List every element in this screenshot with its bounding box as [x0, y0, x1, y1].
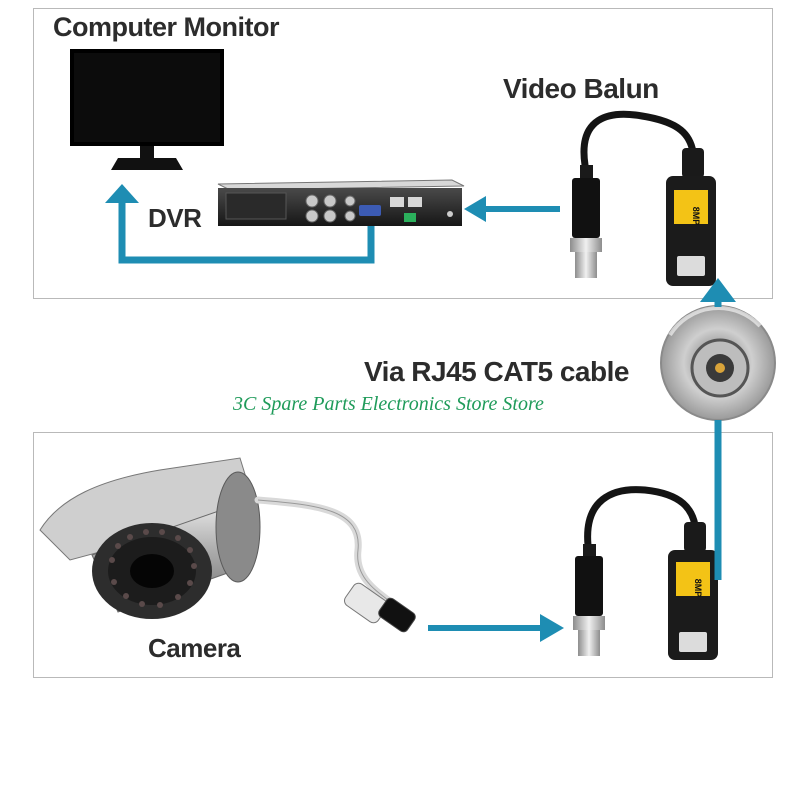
arrow-head-up — [105, 184, 139, 203]
balun-badge-text: 8MP — [691, 207, 701, 226]
store-watermark: 3C Spare Parts Electronics Store Store — [233, 393, 544, 415]
video-balun-icon: 8MP — [570, 110, 716, 286]
signal-arrows — [105, 184, 736, 642]
arrow-head-up — [700, 278, 736, 302]
bnc-connector-icon — [660, 305, 776, 421]
computer-monitor-label: Computer Monitor — [53, 12, 279, 42]
video-balun-label: Video Balun — [503, 73, 659, 104]
dvr-label: DVR — [148, 203, 202, 233]
arrow-head-left — [464, 196, 486, 222]
camera-icon — [39, 457, 416, 633]
balun-badge-text: 8MP — [693, 579, 703, 598]
monitor-icon — [70, 49, 224, 170]
arrow-dvr-to-monitor — [118, 198, 375, 264]
dvr-icon — [217, 179, 465, 226]
camera-label: Camera — [148, 633, 241, 663]
video-balun-icon: 8MP — [573, 486, 718, 660]
cable-label: Via RJ45 CAT5 cable — [364, 356, 629, 387]
arrow-head-right — [540, 614, 564, 642]
